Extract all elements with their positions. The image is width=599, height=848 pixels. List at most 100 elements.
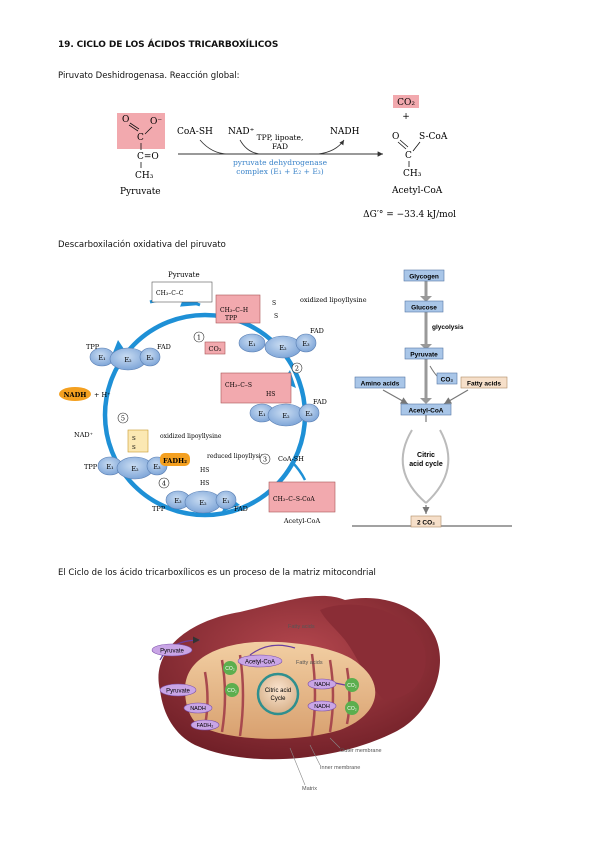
enzyme-group-left: E₁ E₂ E₃ TPP FAD — [86, 343, 171, 371]
mito-cac-line1: Citric acid — [265, 688, 291, 694]
flow-co2-label: CO₂ — [441, 377, 454, 384]
acetyl-o: O — [392, 132, 399, 142]
step-5: 5 — [121, 415, 125, 423]
fatty-acids-box — [460, 376, 508, 389]
enzyme-group-bottom-left: E₁ E₂ E₃ TPP FADH₂ — [84, 453, 190, 480]
co2-product-highlight — [393, 95, 419, 108]
pdh-pyruvate-label: Pyruvate — [168, 271, 200, 279]
coash-curve — [199, 139, 229, 155]
pyruvate-box — [404, 347, 444, 360]
pyruvate-ch3: CH₃ — [135, 171, 154, 181]
acetyl-lipoyl-highlight — [220, 372, 292, 404]
complex-line2: complex (E₁ + E₂ + E₃) — [236, 167, 324, 176]
flow-co2-box — [436, 372, 458, 385]
mitochondrion-illustration: Pyruvate Pyruvate Acetyl-CoA CO₂ CO₂ CO₂… — [151, 595, 440, 792]
oxidized-lipoyllysine-left: oxidized lipoyllysine — [160, 433, 222, 440]
step-1: 1 — [197, 334, 201, 342]
flow-fatty-acids-label: Fatty acids — [467, 381, 501, 388]
step-4: 4 — [162, 480, 166, 488]
plus-sign: + — [402, 112, 410, 122]
out-co2-box — [410, 515, 442, 528]
acetyl-label: Acetyl-CoA — [391, 186, 443, 196]
disulfide-s-top: S — [272, 300, 276, 307]
pdh-co2: CO₂ — [209, 345, 222, 353]
nad-label: NAD⁺ — [74, 431, 93, 439]
acetyl-ch3: CH₃ — [403, 169, 422, 179]
e3-top: E₃ — [302, 340, 310, 348]
e3-right: E₃ — [305, 410, 313, 418]
mito-co2-2 — [225, 683, 239, 697]
acetyl-lipoyl-structure: CH₃–C–S — [225, 382, 252, 389]
acetyl-coa-structure: CH₃–C–S-CoA — [273, 496, 315, 503]
mito-co2-2-label: CO₂ — [227, 688, 237, 694]
fad-top: FAD — [310, 327, 324, 335]
step-2: 2 — [295, 365, 299, 373]
pdh-cycle-diagram: Pyruvate CH₃–C–C CH₃–C–H TPP CO₂ oxidize… — [59, 271, 367, 525]
section-heading-global-reaction: Piruvato Deshidrogenasa. Reacción global… — [58, 71, 240, 81]
mito-co2-3-label: CO₂ — [347, 683, 357, 689]
mito-nadh-right-2 — [307, 700, 337, 712]
acetyl-c: C — [405, 151, 412, 161]
glycogen-label: Glycogen — [409, 274, 439, 281]
glucose-box — [404, 300, 444, 313]
step-3: 3 — [263, 456, 267, 464]
mito-co2-1 — [223, 661, 237, 675]
mito-co2-4 — [345, 701, 359, 715]
global-reaction: O C O⁻ C=O CH₃ Pyruvate CoA-SH NAD⁺ NADH… — [117, 95, 456, 220]
mito-fadh2 — [190, 719, 220, 731]
inner-membrane-label: Inner membrane — [320, 765, 360, 771]
acetyl-scoa: S-CoA — [419, 132, 448, 142]
flow-cac-line1: Citric — [417, 452, 435, 459]
e1-left: E₁ — [98, 354, 106, 362]
co2-product: CO₂ — [397, 98, 415, 108]
e2-top: E₂ — [279, 344, 287, 352]
acetyl-lipoyl-hs: HS — [266, 391, 275, 398]
h-plus-label: + H⁺ — [94, 391, 111, 399]
mito-pyruvate-inside — [159, 683, 197, 697]
reduced-hs-1: HS — [200, 467, 209, 474]
tpp-left: TPP — [86, 343, 100, 351]
metabolic-flow-diagram: Glycogen Glucose glycolysis Pyruvate CO₂… — [352, 269, 512, 528]
complex-line1: pyruvate dehydrogenase — [233, 158, 328, 167]
cofactors-line2: FAD — [272, 142, 288, 151]
nadh-label: NADH — [64, 391, 87, 399]
oxidized-lipoyl-s1: S — [132, 436, 136, 442]
e1-bottom: E₁ — [222, 497, 230, 505]
delta-g: ΔG′° = −33.4 kJ/mol — [363, 210, 456, 220]
section-heading-matrix: El Ciclo de los ácido tricarboxílicos es… — [58, 568, 376, 578]
page-title: 19. CICLO DE LOS ÁCIDOS TRICARBOXÍLICOS — [58, 40, 279, 50]
nadh-curve — [317, 139, 345, 155]
mito-acetyl-coa — [237, 654, 283, 668]
mito-nadh-right-2-label: NADH — [314, 704, 330, 710]
mito-nadh-left-label: NADH — [190, 706, 206, 712]
e2-left: E₂ — [124, 356, 132, 364]
enzyme-group-top: E₁ E₂ E₃ FAD — [238, 327, 324, 359]
e3-bottom: E₃ — [174, 497, 182, 505]
mito-pyruvate-inside-label: Pyruvate — [166, 689, 190, 695]
nadh-label: NADH — [330, 127, 360, 137]
co2-release-highlight — [204, 341, 226, 355]
matrix-label: Matrix — [302, 786, 317, 792]
mito-nadh-right-1-label: NADH — [314, 682, 330, 688]
enzyme-group-bottom: E₃ E₂ E₁ TPP FAD — [152, 490, 248, 514]
pyruvate-o-minus: O⁻ — [150, 117, 162, 127]
amino-acids-box — [354, 376, 406, 389]
acetyl-coa-highlight — [268, 481, 336, 513]
e3-left: E₃ — [146, 354, 154, 362]
cutaway-back — [320, 604, 426, 700]
e1-bottom-left: E₁ — [106, 463, 114, 471]
hydroxyethyl-structure: CH₃–C–H — [220, 307, 248, 314]
e2-right: E₂ — [282, 412, 290, 420]
glycogen-box — [403, 269, 445, 282]
mito-fatty-acids-top: Fatty acids — [288, 624, 315, 630]
tpp-bottom: TPP — [152, 505, 166, 513]
oxidized-lipoyl-box — [127, 429, 149, 453]
fadh2-label: FADH₂ — [163, 457, 187, 465]
glucose-label: Glucose — [411, 305, 437, 312]
citric-acid-cycle-disc — [256, 672, 300, 716]
flow-out-co2-label: 2 CO₂ — [417, 520, 435, 527]
flow-pyruvate-label: Pyruvate — [410, 352, 438, 359]
mito-nadh-right-1 — [307, 678, 337, 690]
pyruvate-o: O — [122, 115, 129, 125]
